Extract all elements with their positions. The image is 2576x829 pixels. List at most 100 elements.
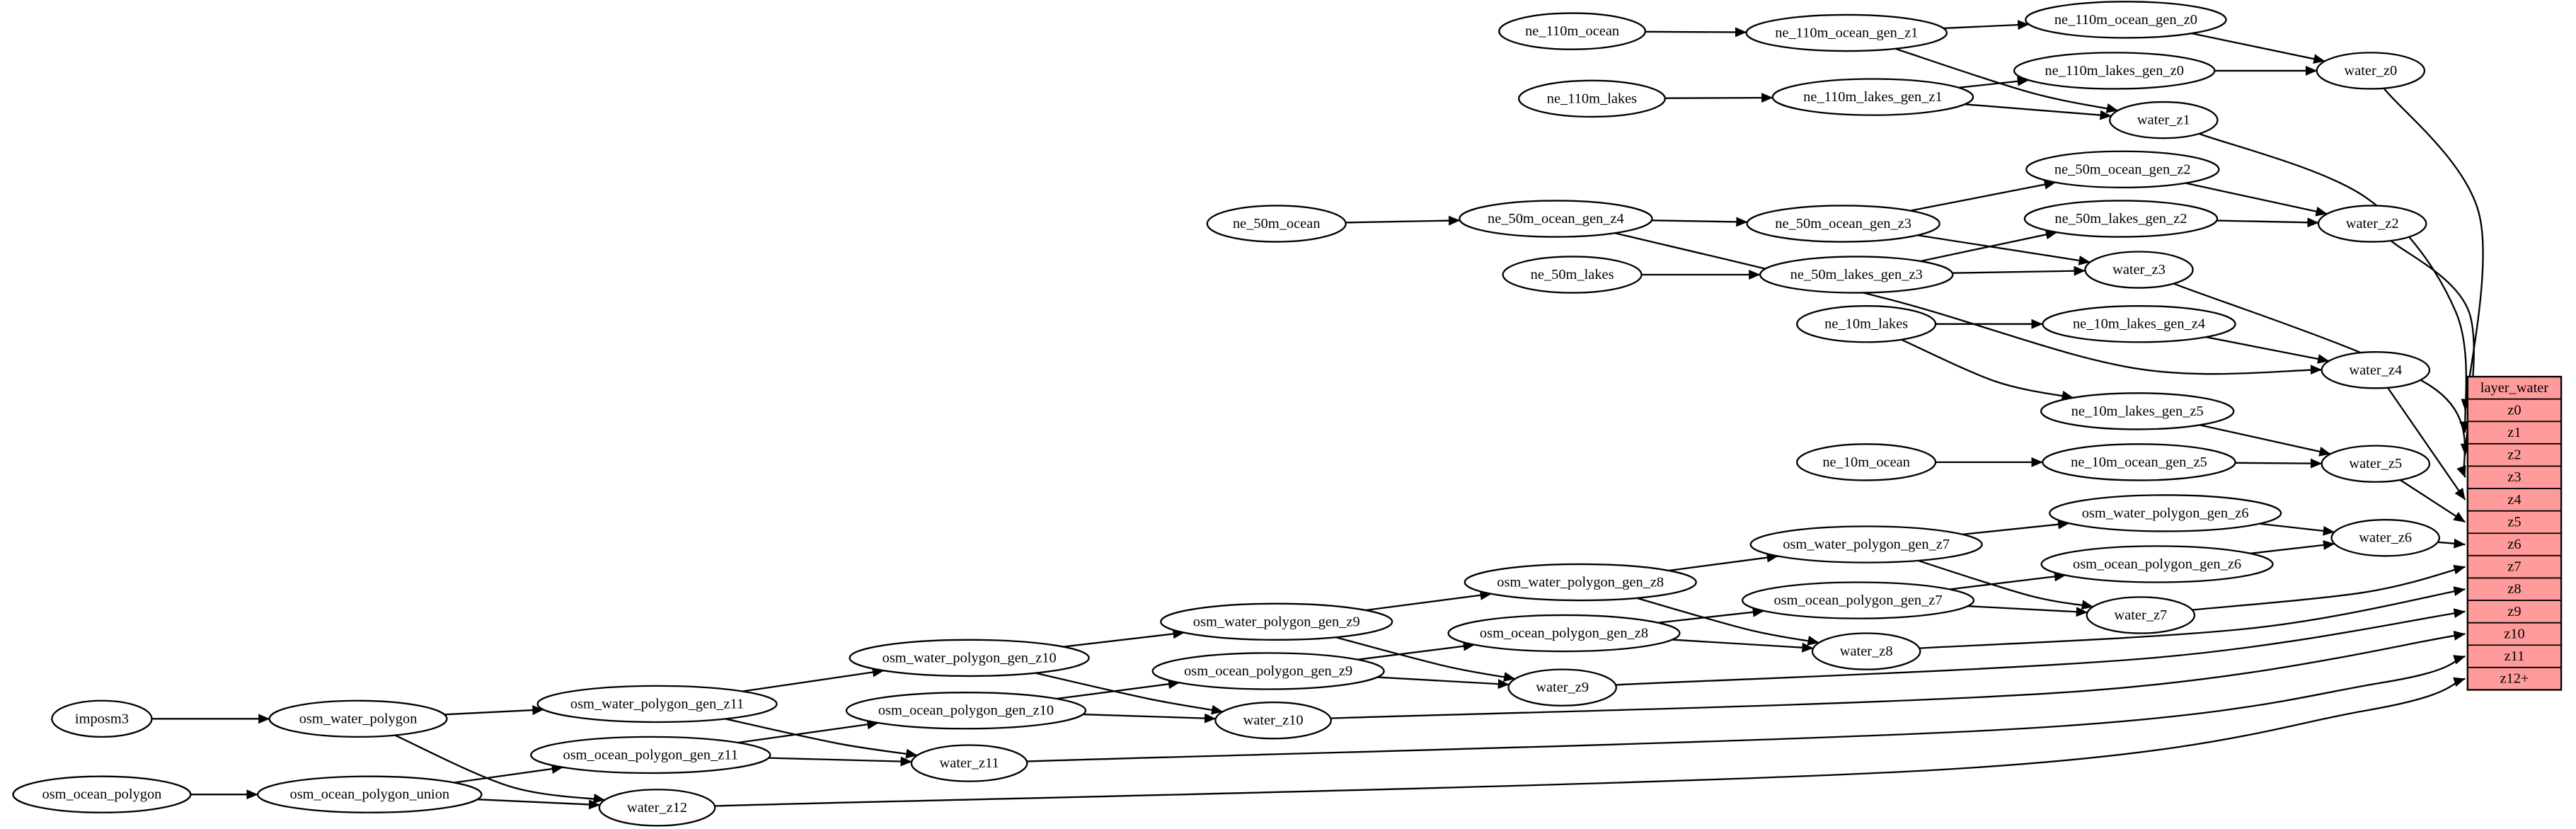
edge-water_z8-to-layer_water-z8 [1919, 586, 2466, 649]
edge-osm_water_polygon_gen_z9-to-osm_water_polygon_gen_z8 [1365, 590, 1492, 612]
record-row-z8: z8 [2507, 581, 2521, 597]
edge-ne_110m_lakes_gen_z1-to-water_z1 [1965, 103, 2112, 120]
edge-osm_water_polygon_gen_z7-to-osm_water_polygon_gen_z6 [1962, 519, 2070, 536]
edge-osm_ocean_polygon_gen_z11-to-water_z11 [768, 756, 912, 767]
edge-ne_50m_ocean_gen_z2-to-water_z2 [2185, 182, 2328, 217]
node-water_z2 [2317, 205, 2427, 243]
node-label-ne_50m_ocean: ne_50m_ocean [1233, 216, 1321, 231]
node-imposm3 [51, 699, 153, 738]
node-ne_10m_lakes_gen_z4 [2042, 304, 2236, 343]
node-label-water_z0: water_z0 [2344, 63, 2397, 79]
node-label-ne_110m_lakes: ne_110m_lakes [1547, 91, 1637, 106]
edge-water_z7-to-layer_water-z7 [2192, 564, 2466, 611]
node-label-osm_ocean_polygon_gen_z10: osm_ocean_polygon_gen_z10 [878, 703, 1054, 719]
edge-water_z11-to-layer_water-z11 [1026, 655, 2466, 762]
node-label-osm_ocean_polygon_gen_z8: osm_ocean_polygon_gen_z8 [1480, 626, 1648, 641]
edge-ne_50m_lakes_gen_z2-to-water_z2 [2216, 217, 2319, 228]
node-label-water_z1: water_z1 [2137, 113, 2190, 128]
edge-ne_50m_ocean_gen_z3-to-ne_50m_ocean_gen_z2 [1910, 179, 2057, 212]
edge-ne_10m_ocean_gen_z5-to-water_z5 [2235, 458, 2323, 469]
nodes-layer: ne_110m_ocean ne_110m_ocean_gen_z1 ne_110m… [12, 1, 2441, 827]
node-water_z12 [598, 789, 716, 827]
edge-osm_water_polygon_gen_z10-to-water_z10 [1035, 672, 1224, 715]
node-label-water_z3: water_z3 [2112, 262, 2166, 278]
node-label-ne_50m_ocean_gen_z3: ne_50m_ocean_gen_z3 [1775, 216, 1911, 231]
record-row-z12plus: z12+ [2500, 671, 2529, 687]
node-label-osm_water_polygon_gen_z11: osm_water_polygon_gen_z11 [570, 696, 744, 711]
node-label-osm_ocean_polygon_gen_z11: osm_ocean_polygon_gen_z11 [563, 747, 739, 762]
edge-osm_water_polygon_gen_z9-to-water_z9 [1335, 636, 1516, 682]
node-label-osm_water_polygon: osm_water_polygon [299, 711, 418, 726]
edge-osm_ocean_polygon_union-to-osm_ocean_polygon_gen_z11 [454, 764, 564, 784]
node-ne_50m_lakes_gen_z2 [2023, 200, 2219, 238]
edge-osm_ocean_polygon_gen_z7-to-osm_ocean_polygon_gen_z6 [1949, 571, 2066, 590]
edge-osm_ocean_polygon_gen_z9-to-osm_ocean_polygon_gen_z8 [1357, 641, 1475, 661]
edge-osm_water_polygon_gen_z8-to-water_z8 [1636, 597, 1819, 646]
node-label-ne_50m_lakes: ne_50m_lakes [1531, 267, 1614, 282]
node-label-water_z12: water_z12 [627, 800, 687, 816]
edge-ne_110m_ocean-to-ne_110m_ocean_gen_z1 [1645, 27, 1747, 38]
node-label-water_z11: water_z11 [940, 755, 999, 771]
node-ne_10m_lakes_gen_z5 [2040, 392, 2235, 430]
node-ne_110m_ocean [1498, 12, 1647, 50]
node-label-osm_ocean_polygon_gen_z7: osm_ocean_polygon_gen_z7 [1773, 593, 1942, 608]
node-label-ne_110m_lakes_gen_z1: ne_110m_lakes_gen_z1 [1803, 89, 1943, 105]
node-osm_ocean_polygon_gen_z9 [1151, 652, 1385, 690]
node-ne_50m_ocean_gen_z2 [2025, 150, 2220, 189]
node-label-ne_110m_ocean: ne_110m_ocean [1525, 23, 1619, 39]
node-label-water_z7: water_z7 [2114, 607, 2167, 623]
node-osm_ocean_polygon_gen_z7 [1741, 581, 1975, 619]
node-osm_ocean_polygon_gen_z8 [1447, 614, 1681, 653]
node-label-osm_water_polygon_gen_z7: osm_water_polygon_gen_z7 [1783, 537, 1950, 552]
edge-water_z0-to-layer_water-z0 [2383, 88, 2484, 411]
node-label-water_z10: water_z10 [1243, 713, 1304, 728]
edge-water_z4-to-layer_water-z4 [2387, 387, 2466, 501]
record-row-z5: z5 [2507, 514, 2521, 530]
edge-ne_110m_ocean_gen_z1-to-water_z1 [1894, 47, 2119, 113]
node-label-water_z8: water_z8 [1840, 644, 1893, 659]
edge-osm_ocean_polygon_gen_z7-to-water_z7 [1967, 605, 2088, 617]
node-label-imposm3: imposm3 [75, 711, 129, 726]
edge-ne_50m_ocean_gen_z4-to-ne_50m_ocean_gen_z3 [1651, 217, 1748, 227]
node-label-ne_50m_lakes_gen_z2: ne_50m_lakes_gen_z2 [2054, 211, 2187, 227]
node-label-water_z9: water_z9 [1536, 680, 1589, 695]
record-row-z3: z3 [2507, 469, 2521, 485]
node-label-osm_water_polygon_gen_z10: osm_water_polygon_gen_z10 [882, 650, 1057, 665]
edge-ne_50m_ocean_gen_z4-to-water_z4 [1614, 232, 2323, 375]
node-ne_110m_lakes_gen_z0 [2013, 52, 2216, 90]
edge-water_z1-to-layer_water-z1 [2199, 132, 2470, 433]
edge-ne_10m_lakes-to-ne_10m_lakes_gen_z5 [1901, 338, 2074, 401]
node-osm_ocean_polygon_gen_z11 [530, 736, 771, 774]
edge-ne_110m_lakes_gen_z1-to-ne_110m_lakes_gen_z0 [1958, 76, 2029, 88]
edge-ne_50m_ocean-to-ne_50m_ocean_gen_z4 [1345, 215, 1461, 226]
edge-ne_50m_lakes_gen_z3-to-water_z3 [1952, 265, 2086, 276]
edge-water_z10-to-layer_water-z10 [1330, 630, 2466, 719]
record-row-z7: z7 [2507, 559, 2521, 575]
edge-water_z9-to-layer_water-z9 [1615, 608, 2466, 686]
node-label-ne_110m_ocean_gen_z1: ne_110m_ocean_gen_z1 [1775, 25, 1918, 40]
edge-water_z12-to-layer_water-z12+ [714, 677, 2466, 807]
edge-osm_ocean_polygon_gen_z8-to-osm_ocean_polygon_gen_z7 [1657, 607, 1764, 624]
node-ne_50m_lakes_gen_z3 [1759, 256, 1954, 294]
node-ne_110m_lakes_gen_z1 [1771, 78, 1974, 116]
record-row-z4: z4 [2507, 492, 2521, 508]
node-osm_water_polygon [268, 699, 448, 738]
node-label-osm_water_polygon_gen_z6: osm_water_polygon_gen_z6 [2082, 505, 2249, 521]
node-label-ne_10m_lakes_gen_z4: ne_10m_lakes_gen_z4 [2073, 316, 2205, 332]
edge-ne_50m_ocean_gen_z3-to-water_z3 [1917, 234, 2091, 265]
node-osm_water_polygon_gen_z9 [1160, 602, 1393, 641]
record-row-z1: z1 [2507, 425, 2521, 440]
node-osm_water_polygon_gen_z11 [536, 685, 778, 724]
node-ne_50m_lakes [1502, 256, 1643, 294]
edge-osm_water_polygon_gen_z11-to-osm_water_polygon_gen_z10 [742, 667, 885, 692]
edge-water_z6-to-layer_water-z6 [2437, 538, 2466, 549]
node-water_z7 [2086, 596, 2196, 634]
node-label-ne_110m_lakes_gen_z0: ne_110m_lakes_gen_z0 [2045, 63, 2184, 79]
edges-layer [151, 20, 2484, 810]
node-ne_10m_lakes [1796, 304, 1937, 343]
node-osm_ocean_polygon_union [257, 775, 483, 813]
node-label-ne_10m_ocean: ne_10m_ocean [1822, 454, 1910, 470]
node-ne_50m_ocean [1206, 205, 1347, 243]
